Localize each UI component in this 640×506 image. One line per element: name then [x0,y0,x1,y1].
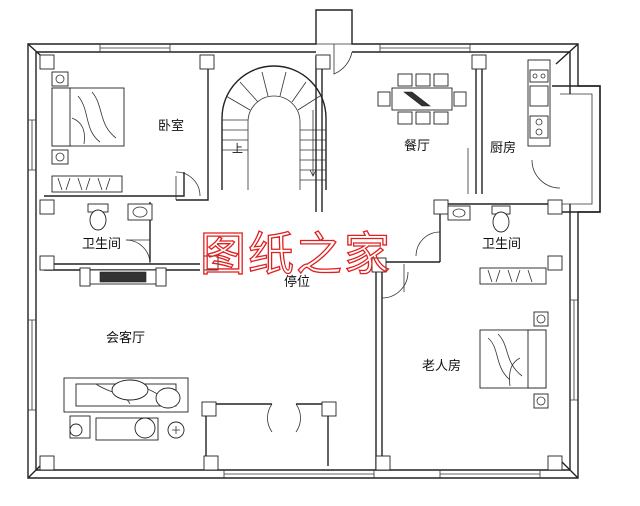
room-label-dining: 餐厅 [404,138,430,154]
elder-room-bed [479,267,549,409]
outer-walls [27,9,601,479]
right-bathroom-fixtures [447,205,511,233]
room-label-living: 会客厅 [106,330,145,346]
left-bathroom-fixtures [87,203,153,231]
room-label-bathroom-left: 卫生间 [82,237,121,252]
bedroom-bed [51,71,125,193]
room-label-elder-room: 老人房 [422,358,461,374]
interior-walls [44,56,548,470]
windows [28,44,578,478]
watermark-text: 图纸之家 [200,227,392,281]
tv-cabinet [79,267,167,287]
dining-table [377,73,467,125]
wall-columns [39,54,563,471]
kitchen-counter [527,59,551,147]
room-label-bedroom: 卧室 [158,118,184,134]
living-room-sofa-set [63,377,189,441]
doors [125,43,561,433]
room-label-kitchen: 厨房 [490,140,516,156]
stair-up-label: 上 [232,142,243,155]
room-label-parking: 停位 [284,274,310,290]
staircase [221,65,327,190]
room-label-bathroom-right: 卫生间 [482,237,521,252]
